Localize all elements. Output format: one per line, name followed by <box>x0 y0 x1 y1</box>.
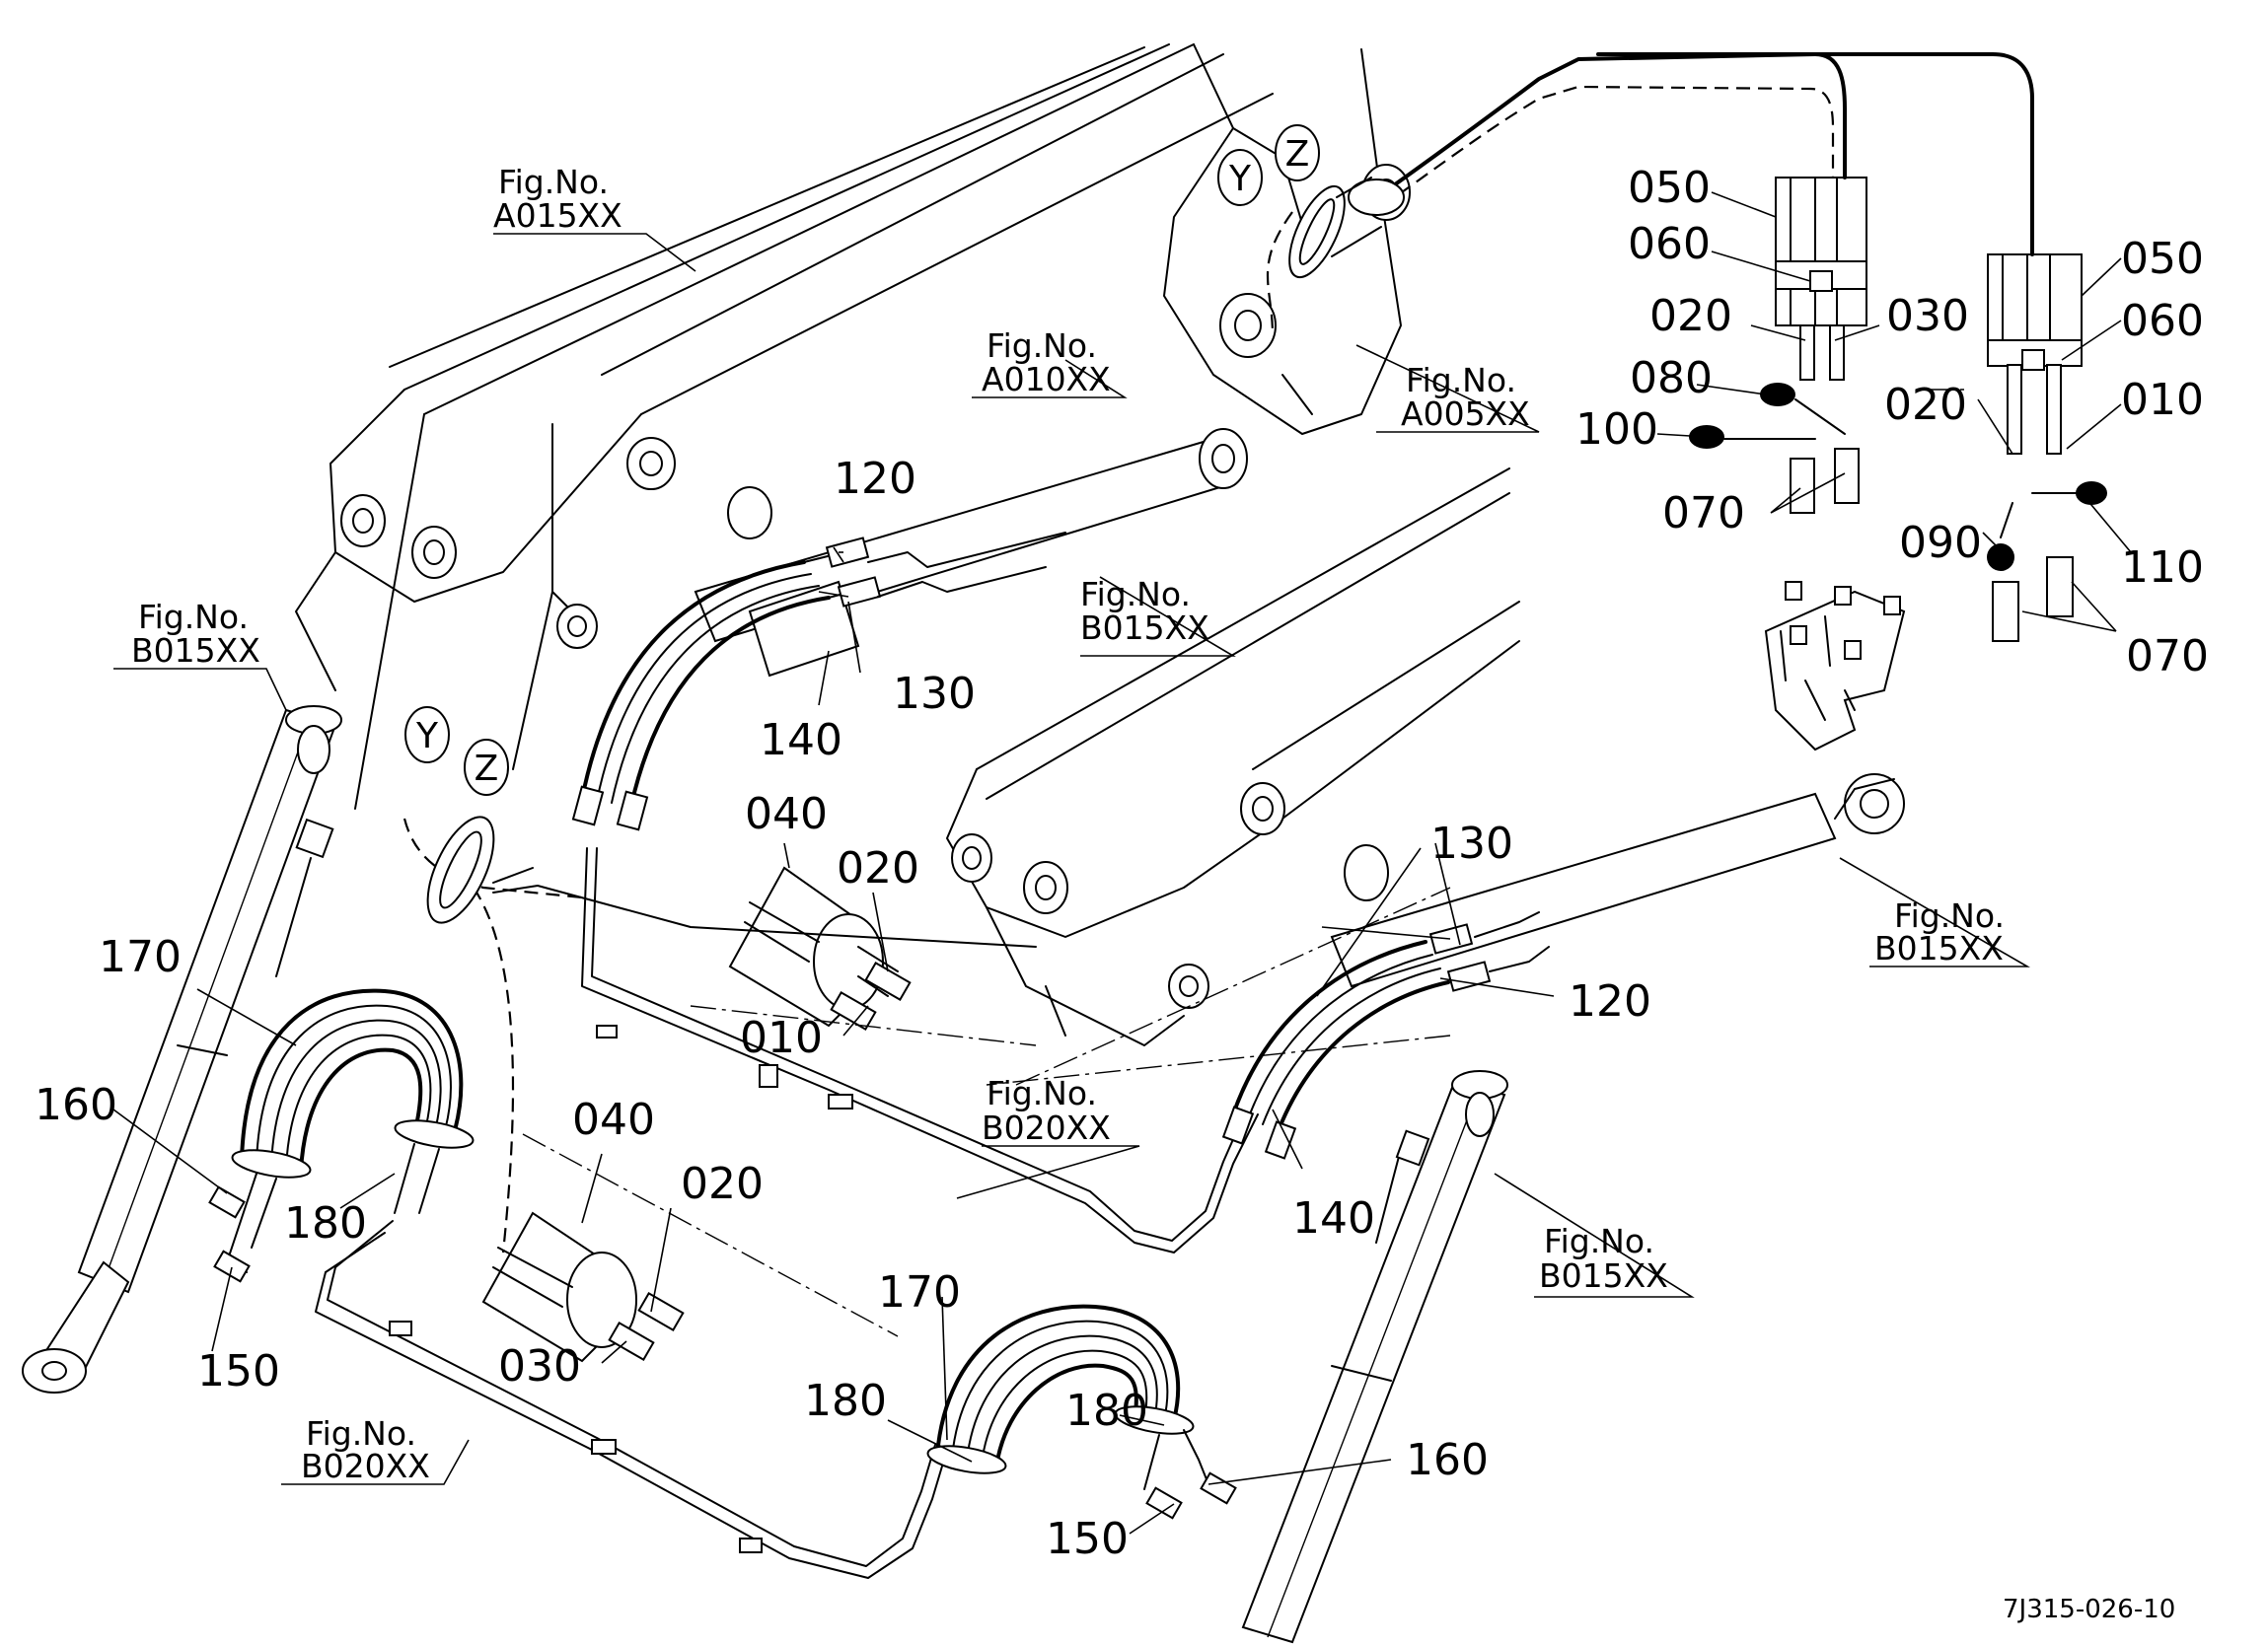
part-label: 090 <box>1899 518 1982 568</box>
fig-ref-code: A010XX <box>982 360 1111 398</box>
part-label: 010 <box>740 1013 823 1063</box>
quick-coupler-detail <box>1380 52 2107 752</box>
callout-letter-y: Y <box>1228 159 1252 199</box>
fig-ref-code: A005XX <box>1401 394 1530 433</box>
fig-ref-code: A015XX <box>493 196 622 235</box>
part-label: 160 <box>35 1080 117 1130</box>
part-label: 060 <box>2121 296 2204 346</box>
loader-frame-drawing <box>295 43 1520 1046</box>
fig-ref-code: B020XX <box>301 1447 430 1485</box>
part-label: 020 <box>1649 291 1732 341</box>
part-label: 130 <box>893 669 976 719</box>
part-label: 130 <box>1430 819 1513 869</box>
part-label: 020 <box>681 1159 764 1209</box>
upper-bucket-cylinder <box>694 428 1248 678</box>
fig-ref-code: B015XX <box>1874 929 2004 967</box>
lower-coupler-sleeve <box>481 1211 685 1363</box>
part-label: 110 <box>2121 542 2204 593</box>
callout-letter-z: Z <box>1285 134 1310 175</box>
part-label: 140 <box>760 715 842 765</box>
part-number-labels: 050 060 020 030 080 100 070 050 060 020 … <box>35 163 2209 1564</box>
fig-ref-code: B015XX <box>1539 1256 1668 1295</box>
fig-ref-label: Fig.No. <box>138 598 249 636</box>
lower-frame-hose-lines <box>315 847 1259 1579</box>
upper-coupler-sleeve <box>728 866 912 1032</box>
part-label: 140 <box>1292 1193 1375 1244</box>
part-label: 050 <box>1628 163 1711 213</box>
part-label: 120 <box>1569 976 1651 1027</box>
part-label: 120 <box>834 454 916 504</box>
part-label: 030 <box>498 1341 581 1392</box>
part-label: 150 <box>1046 1514 1129 1564</box>
fig-ref-label: Fig.No. <box>306 1414 416 1453</box>
part-label: 160 <box>1406 1435 1489 1485</box>
part-label: 030 <box>1886 291 1969 341</box>
part-label: 170 <box>99 932 182 982</box>
fig-ref-label: Fig.No. <box>987 326 1097 365</box>
part-label: 070 <box>1662 488 1745 538</box>
lower-bucket-cylinder <box>1330 773 1905 988</box>
left-lift-cylinder <box>22 705 342 1394</box>
fig-ref-label: Fig.No. <box>498 163 609 201</box>
part-label: 180 <box>284 1198 367 1249</box>
part-label: 150 <box>197 1346 280 1396</box>
part-label: 060 <box>1628 219 1711 269</box>
part-label: 020 <box>837 843 919 894</box>
fig-ref-label: Fig.No. <box>1544 1222 1654 1260</box>
fig-ref-code: B015XX <box>1080 609 1209 647</box>
leader-lines <box>112 191 2132 1535</box>
part-label: 050 <box>2121 234 2204 284</box>
part-label: 180 <box>804 1376 887 1426</box>
callout-letter-z: Z <box>475 749 499 789</box>
left-u-bend-hoses <box>208 988 475 1283</box>
part-label: 040 <box>745 789 828 839</box>
part-label: 070 <box>2126 631 2209 681</box>
part-label: 020 <box>1884 380 1967 430</box>
fig-ref-label: Fig.No. <box>1406 361 1516 399</box>
right-lift-cylinder <box>1241 1070 1508 1644</box>
part-label: 180 <box>1065 1386 1148 1436</box>
callout-y-z-upper: Y Z <box>1217 124 1320 206</box>
fig-ref-label: Fig.No. <box>1080 575 1191 613</box>
upper-hose-bundle <box>571 532 1066 831</box>
hose-routing-dashed <box>402 177 1405 1253</box>
fig-ref-code: B020XX <box>982 1109 1111 1147</box>
part-label: 010 <box>2121 375 2204 425</box>
part-label: 080 <box>1630 353 1713 403</box>
part-label: 040 <box>572 1095 655 1145</box>
fig-ref-code: B015XX <box>131 631 260 670</box>
fig-ref-label: Fig.No. <box>1894 896 2005 935</box>
fig-reference-labels: Fig.No. A015XX Fig.No. A010XX Fig.No. A0… <box>131 163 2005 1485</box>
callout-letter-y: Y <box>415 716 439 756</box>
callout-y-z-lower: Y Z <box>404 706 509 796</box>
part-label: 170 <box>878 1267 961 1318</box>
drawing-code: 7J315-026-10 <box>2003 1595 2175 1624</box>
part-label: 100 <box>1575 404 1658 455</box>
fig-ref-label: Fig.No. <box>987 1074 1097 1112</box>
